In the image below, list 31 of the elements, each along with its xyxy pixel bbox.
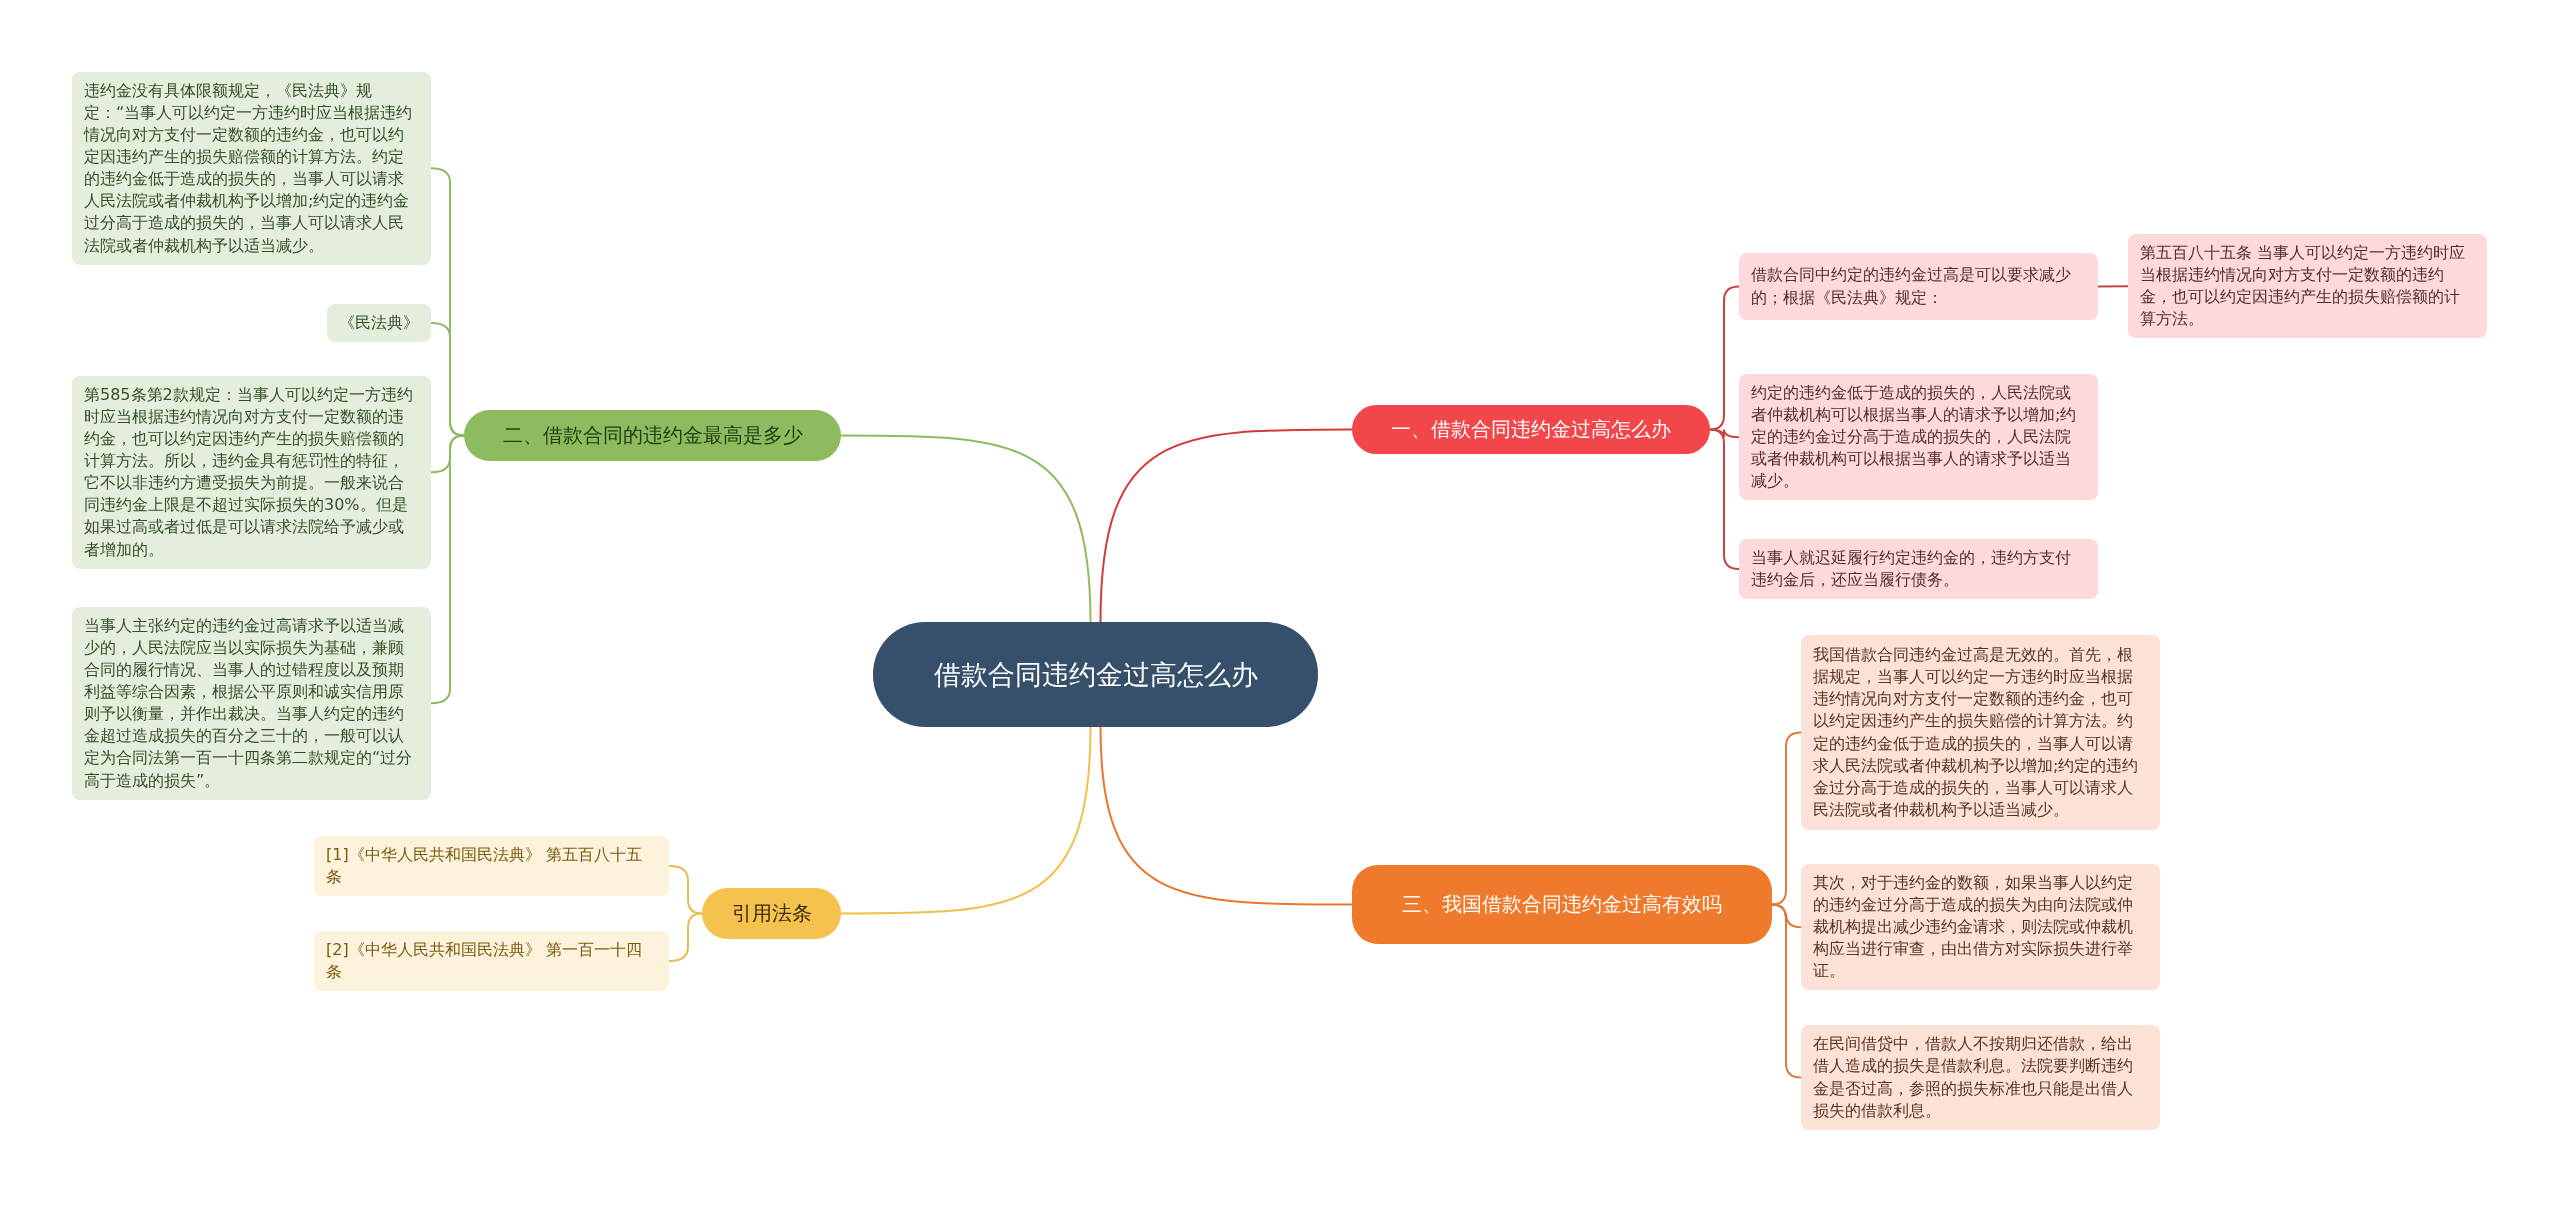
connector-line [1771,903,1802,1079]
branch-topic-pill: 二、借款合同的违约金最高是多少 [464,410,841,461]
connector-line [840,434,1092,623]
connector-line [668,865,703,915]
connector-line [668,912,703,963]
text-card: 第五百八十五条 当事人可以约定一方违约时应当根据违约情况向对方支付一定数额的违约金，也可以约定因违约产生的损失赔偿额的计算方法。 [2128,234,2487,339]
branch-topic-pill: 一、借款合同违约金过高怎么办 [1352,405,1710,454]
connector-line [1099,726,1353,906]
connector-line [840,726,1092,915]
connector-line [1771,731,1802,906]
text-card: 违约金没有具体限额规定，《民法典》规定：“当事人可以约定一方违约时应当根据违约情况向对方支付一定数额的违约金，也可以约定因违约产生的损失赔偿额的计算方法。约定的违约金低于造成的损失的，当事人可以请求人民法院或者仲裁机构予以增加;约定的违约金过分高于造成的损失的，当事人可以请求人民法院或者仲裁机构予以适当减少。 [72,72,431,265]
text-card: 当事人主张约定的违约金过高请求予以适当减少的，人民法院应当以实际损失为基础，兼顾合同的履行情况、当事人的过错程度以及预期利益等综合因素，根据公平原则和诚实信用原则予以衡量，并作出裁决。当事人约定的违约金超过造成损失的百分之三十的，一般可以认定为合同法第一百一十四条第二款规定的“过分高于造成的损失”。 [72,607,431,800]
text-card: 当事人就迟延履行约定违约金的，违约方支付违约金后，还应当履行债务。 [1739,539,2098,600]
branch-topic-pill: 三、我国借款合同违约金过高有效吗 [1352,865,1772,944]
text-card: 《民法典》 [327,304,431,343]
connector-line [430,322,465,437]
text-card: 其次，对于违约金的数额，如果当事人以约定的违约金过分高于造成的损失为由向法院或仲裁机构提出减少违约金请求，则法院或仲裁机构应当进行审查，由出借方对实际损失进行举证。 [1801,864,2160,991]
text-card: [2]《中华人民共和国民法典》 第一百一十四条 [314,931,669,992]
text-card: 第585条第2款规定：当事人可以约定一方违约时应当根据违约情况向对方支付一定数额的违约金，也可以约定因违约产生的损失赔偿额的计算方法。所以，违约金具有惩罚性的特征，它不以非违约方遭受损失为前提。一般来说合同违约金上限是不超过实际损失的30%。但是如果过高或者过低是可以请求法院给予减少或者增加的。 [72,376,431,569]
text-card: 在民间借贷中，借款人不按期归还借款，给出借人造成的损失是借款利息。法院要判断违约金是否过高，参照的损失标准也只能是出借人损失的借款利息。 [1801,1025,2160,1130]
connector-line [1099,428,1353,623]
connector-line [430,434,465,705]
text-card: [1]《中华人民共和国民法典》 第五百八十五条 [314,836,669,897]
text-card: 借款合同中约定的违约金过高是可以要求减少的；根据《民法典》规定： [1739,253,2098,320]
branch-topic-pill: 引用法条 [702,888,841,939]
text-card: 我国借款合同违约金过高是无效的。首先，根据规定，当事人可以约定一方违约时应当根据违约情况向对方支付一定数额的违约金，也可以约定因违约产生的损失赔偿的计算方法。约定的违约金低于造成的损失的，当事人可以请求人民法院或者仲裁机构予以增加;约定的违约金过分高于造成的损失的，当事人可以请求人民法院或者仲裁机构予以适当减少。 [1801,635,2160,830]
connector-line [1709,428,1740,571]
connector-line [2097,285,2129,288]
central-topic-pill: 借款合同违约金过高怎么办 [873,622,1318,727]
text-card: 约定的违约金低于造成的损失的，人民法院或者仲裁机构可以根据当事人的请求予以增加;约定的违约金过分高于造成的损失的，人民法院或者仲裁机构可以根据当事人的请求予以适当减少。 [1739,374,2098,501]
connector-line [1709,285,1740,431]
